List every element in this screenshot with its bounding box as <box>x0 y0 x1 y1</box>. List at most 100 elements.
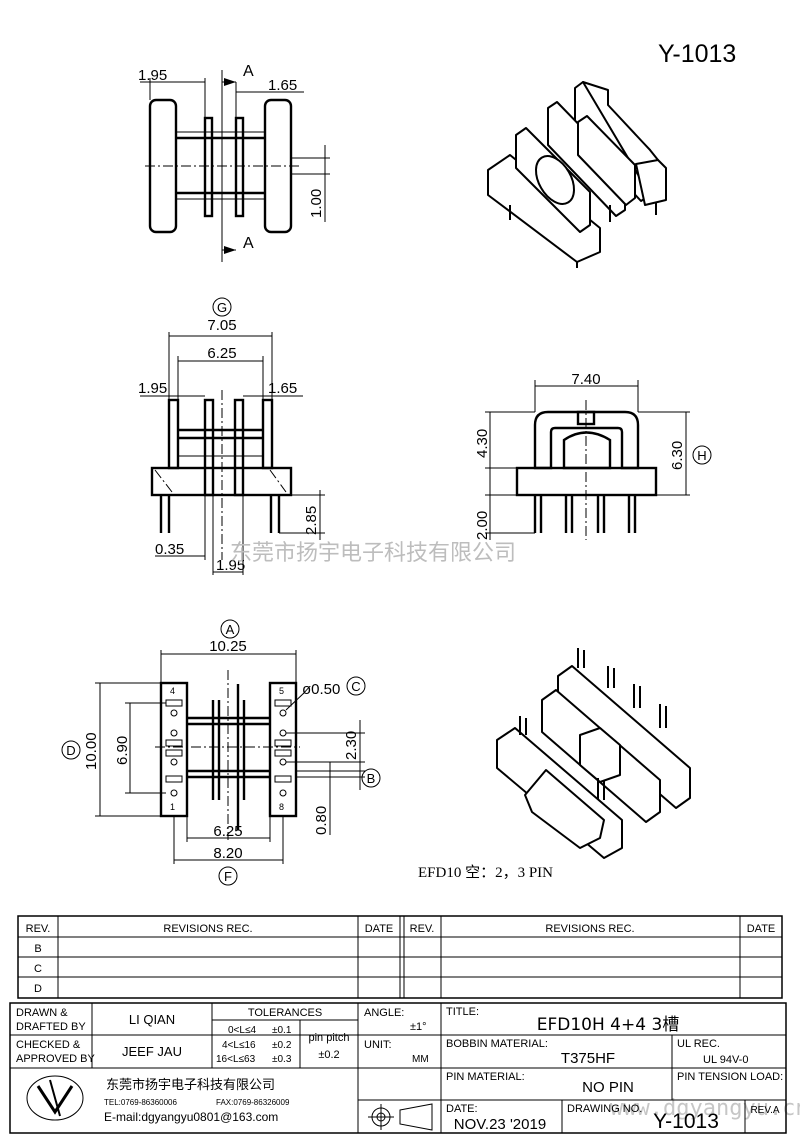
revisions-header-left: REVISIONS REC. <box>163 923 252 935</box>
drawn-label-2: DRAFTED BY <box>16 1021 86 1033</box>
tol-value-2: ±0.2 <box>272 1040 292 1051</box>
revision-table: REV. REVISIONS REC. DATE REV. REVISIONS … <box>17 915 783 999</box>
pin-material-value: NO PIN <box>582 1079 634 1096</box>
front-dim-inner: 6.25 <box>207 345 236 362</box>
company-fax: FAX:0769-86326009 <box>216 1098 290 1107</box>
bottom-dim-small: 0.80 <box>313 806 330 835</box>
checked-label-1: CHECKED & <box>16 1039 81 1051</box>
front-dim-pin-len: 2.85 <box>303 506 320 535</box>
drawn-value: LI QIAN <box>129 1012 175 1027</box>
rev-row-d: D <box>34 983 42 995</box>
circle-a-label: A <box>226 622 235 637</box>
angle-label: ANGLE: <box>364 1007 404 1019</box>
watermark: 东莞市扬宇电子科技有限公司 <box>230 541 516 566</box>
tol-value-3: ±0.3 <box>272 1054 292 1065</box>
rev-header-left: REV. <box>26 923 51 935</box>
date-header-right: DATE <box>747 923 776 935</box>
rev-row-b: B <box>34 943 41 955</box>
circle-f-label: F <box>224 869 232 884</box>
pin-pitch-value: ±0.2 <box>318 1049 339 1061</box>
top-dim-side: 1.00 <box>308 189 325 218</box>
top-dim-left: 1.95 <box>138 67 167 84</box>
unit-label: UNIT: <box>364 1039 392 1051</box>
circle-f <box>218 866 238 886</box>
front-dim-gap: 0.35 <box>155 541 184 558</box>
rev-header-right: REV. <box>410 923 435 935</box>
ul-value: UL 94V-0 <box>703 1054 748 1066</box>
rev-row-c: C <box>34 963 42 975</box>
drawn-label-1: DRAWN & <box>16 1007 68 1019</box>
rev-a: REV.A <box>750 1105 779 1116</box>
pin-label-4: 4 <box>170 686 175 696</box>
iso-view-bottom <box>496 648 691 859</box>
title-value: EFD10H 4+4 3槽 <box>537 1015 680 1035</box>
side-dim-height-right: 6.30 <box>669 441 686 470</box>
section-a-bottom: A <box>243 235 254 252</box>
circle-b-label: B <box>367 771 376 786</box>
company-name: 东莞市扬宇电子科技有限公司 <box>106 1077 275 1093</box>
front-dim-left: 1.95 <box>138 380 167 397</box>
side-dim-width: 7.40 <box>571 371 600 388</box>
circle-g-label: G <box>217 300 227 315</box>
pin-label-8: 8 <box>279 802 284 812</box>
tolerances-label: TOLERANCES <box>248 1007 322 1019</box>
bottom-dim-outer-w: 8.20 <box>213 845 242 862</box>
bottom-dim-pitch: 2.30 <box>343 731 360 760</box>
unit-value: MM <box>412 1054 429 1065</box>
bottom-view: A 10.25 4 1 <box>61 619 381 886</box>
circle-h <box>692 445 712 465</box>
ul-label: UL REC. <box>677 1038 720 1050</box>
drawing-no-value: Y-1013 <box>653 1110 719 1133</box>
date-header-left: DATE <box>365 923 394 935</box>
pin-diameter: ø0.50 <box>302 681 340 698</box>
company-tel: TEL:0769-86360006 <box>104 1098 178 1107</box>
tol-range-2: 4<L≤16 <box>222 1040 256 1051</box>
angle-value: ±1° <box>410 1021 427 1033</box>
tol-range-1: 0<L≤4 <box>228 1025 256 1036</box>
side-dim-height-left: 4.30 <box>474 429 491 458</box>
circle-c <box>346 676 366 696</box>
title-label: TITLE: <box>446 1006 479 1018</box>
circle-g <box>212 297 232 317</box>
circle-d <box>61 740 81 760</box>
revisions-header-right: REVISIONS REC. <box>545 923 634 935</box>
bottom-dim-width: 10.25 <box>209 638 247 655</box>
pin-material-label: PIN MATERIAL: <box>446 1071 525 1083</box>
bottom-dim-height: 10.00 <box>83 732 100 770</box>
top-dim-right: 1.65 <box>268 77 297 94</box>
company-email: E-mail:dgyangyu0801@163.com <box>104 1110 278 1124</box>
circle-a <box>220 619 240 639</box>
title-code: Y-1013 <box>658 40 736 68</box>
section-a-top: A <box>243 63 254 80</box>
front-view: G 7.05 6.25 1.95 1.65 2.8 <box>138 297 325 575</box>
circle-h-label: H <box>697 448 706 463</box>
circle-c-label: C <box>351 679 360 694</box>
checked-value: JEEF JAU <box>122 1044 182 1059</box>
tol-value-1: ±0.1 <box>272 1025 292 1036</box>
pin-pitch-label: pin pitch <box>309 1032 350 1044</box>
pin-label-1: 1 <box>170 802 175 812</box>
tol-range-3: 16<L≤63 <box>216 1054 256 1065</box>
front-dim-overall: 7.05 <box>207 317 236 334</box>
title-block: DRAWN & DRAFTED BY LI QIAN CHECKED & APP… <box>9 1002 787 1134</box>
circle-d-label: D <box>66 743 75 758</box>
front-dim-gap2: 1.95 <box>216 557 245 574</box>
top-view: 1.95 1.65 A A 1.00 <box>138 63 330 262</box>
date-label: DATE: <box>446 1103 478 1115</box>
iso-view-top <box>487 81 667 268</box>
circle-b <box>361 768 381 788</box>
checked-label-2: APPROVED BY <box>16 1053 96 1065</box>
note: EFD10 空：2，3 PIN <box>418 864 553 881</box>
bottom-dim-inner-h: 6.90 <box>114 736 131 765</box>
bobbin-value: T375HF <box>561 1050 615 1067</box>
side-view: 7.40 4.30 2.00 6.30 H <box>474 371 712 540</box>
pin-tension-label: PIN TENSION LOAD: <box>677 1071 783 1083</box>
pin-label-5: 5 <box>279 686 284 696</box>
date-value: NOV.23 '2019 <box>454 1116 546 1133</box>
projection-symbol <box>368 1103 433 1131</box>
bottom-dim-inner-w: 6.25 <box>213 823 242 840</box>
side-dim-pin: 2.00 <box>474 511 491 540</box>
company-logo <box>26 1075 84 1121</box>
drawing-no-label: DRAWING NO. <box>567 1103 642 1115</box>
